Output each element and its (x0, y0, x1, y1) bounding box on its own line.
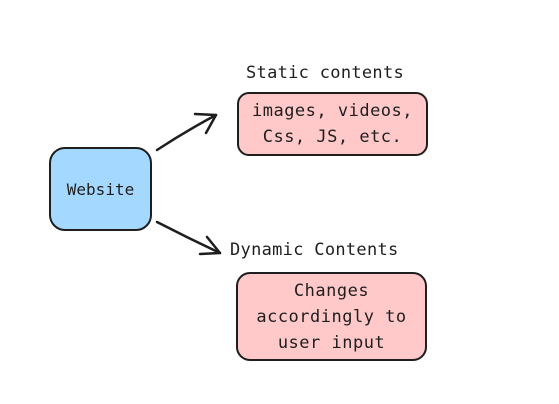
arrow-to-static (155, 112, 218, 152)
website-label: Website (66, 179, 135, 199)
static-contents-text: images, videos, Css, JS, etc. (251, 101, 414, 147)
website-node: Website (49, 147, 152, 231)
static-contents-node: images, videos, Css, JS, etc. (237, 92, 428, 156)
static-contents-label: Static contents (246, 63, 405, 83)
arrow-to-dynamic (155, 220, 222, 256)
dynamic-contents-text: Changes accordingly to user input (256, 280, 407, 353)
dynamic-contents-node: Changes accordingly to user input (236, 272, 427, 361)
dynamic-contents-label: Dynamic Contents (230, 240, 399, 260)
